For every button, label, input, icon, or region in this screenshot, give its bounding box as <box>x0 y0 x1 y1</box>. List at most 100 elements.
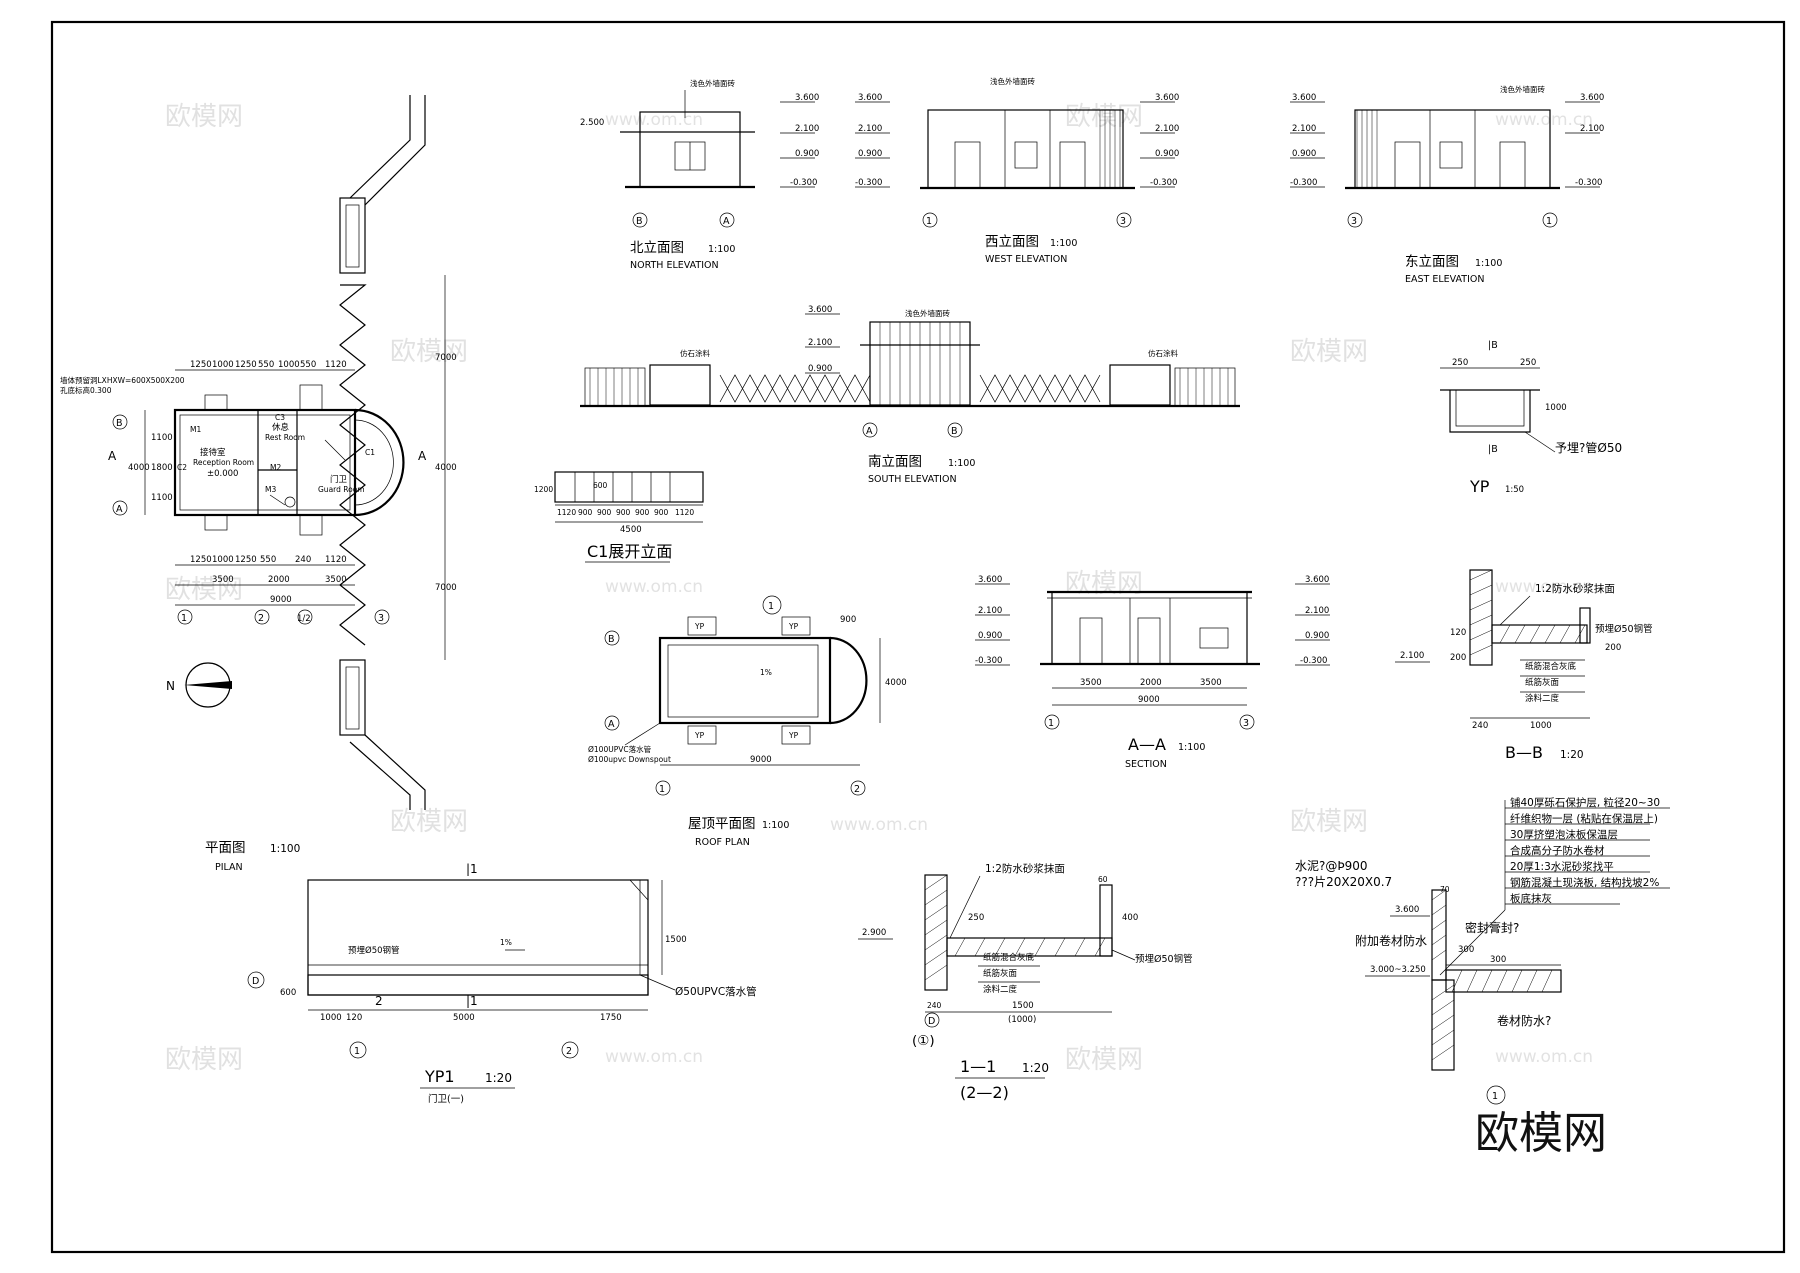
floor-plan: 接待室 Reception Room 休息 Rest Room 门卫 Guard… <box>60 95 457 873</box>
room-label: 休息 <box>272 422 290 433</box>
axis-bubble <box>561 1041 579 1059</box>
section-aa: 3.600 2.100 0.900 -0.300 3.600 2.100 0.9… <box>975 575 1330 770</box>
axis-bubble <box>254 609 270 625</box>
dim: 240 <box>927 1001 942 1010</box>
drawing-scale: 1:100 <box>1178 742 1205 753</box>
drawing-title: 西立面图 <box>985 234 1039 250</box>
dim: 5000 <box>453 1013 475 1023</box>
door-label: M1 <box>190 425 201 434</box>
level: -0.300 <box>975 656 1002 666</box>
axis-label: 1 <box>1048 718 1054 729</box>
dim: 9000 <box>1138 695 1160 705</box>
note: 附加卷材防水 <box>1355 933 1427 948</box>
dim: 4500 <box>620 525 642 535</box>
axis-label: B <box>116 418 123 429</box>
elevation-mark: ±0.000 <box>207 469 238 479</box>
dim: 400 <box>1122 913 1138 923</box>
axis-bubble <box>719 212 735 228</box>
section-11-detail: 1:2防水砂浆抹面 纸筋混合灰底 纸筋灰面 涂料二度 预埋Ø50钢管 2.900… <box>858 862 1193 1102</box>
axis-bubble <box>604 630 620 646</box>
axis-bubble <box>374 609 390 625</box>
east-elevation: 浅色外墙面砖 3.600 2.100 0.900 -0.300 3.600 2.… <box>1290 84 1604 285</box>
section-mark: |1 <box>466 862 478 876</box>
door-label: M3 <box>265 485 276 494</box>
dim: 120 <box>1450 628 1466 638</box>
watermark: 欧模网 <box>390 337 468 367</box>
note: 卷材防水? <box>1497 1013 1551 1028</box>
dim: 900 <box>578 508 593 517</box>
dim: 1500 <box>665 935 687 945</box>
level: -0.300 <box>790 178 817 188</box>
dim: 1250 <box>235 555 257 565</box>
dim: 2000 <box>1140 678 1162 688</box>
dim: 70 <box>1440 885 1450 894</box>
section-mark: A <box>108 449 117 463</box>
level: 0.900 <box>1305 631 1329 641</box>
dim: 4000 <box>435 463 457 473</box>
note: 1:2防水砂浆抹面 <box>1535 582 1615 595</box>
watermarks: 欧模网 www.om.cn 欧模网 www.om.cn 欧模网 欧模网 欧模网 … <box>165 102 1593 1075</box>
watermark: 欧模网 <box>1290 337 1368 367</box>
drawing-title: C1展开立面 <box>587 542 672 561</box>
axis-bubble <box>349 1041 367 1059</box>
drawing-title-en: EAST ELEVATION <box>1405 274 1485 285</box>
axis-label: 3 <box>1351 216 1357 227</box>
dim: 250 <box>1520 358 1536 368</box>
axis-label: 3 <box>1120 216 1126 227</box>
axis-note: (①) <box>912 1033 935 1049</box>
layer-note: 20厚1:3水泥砂浆找平 <box>1510 860 1614 873</box>
drawing-title: 南立面图 <box>868 454 922 470</box>
layer-note: 合成高分子防水卷材 <box>1510 844 1605 857</box>
drawing-title-en: PILAN <box>215 862 243 873</box>
axis-label: 2 <box>566 1046 572 1057</box>
dim: 3500 <box>212 575 234 585</box>
sheet-border <box>50 20 1786 1254</box>
north-arrow: N <box>166 662 232 708</box>
yp-label: YP <box>694 731 705 740</box>
watermark-url: www.om.cn <box>1495 577 1593 597</box>
level: 2.100 <box>1400 651 1424 661</box>
brand-logo: 欧模网 <box>1475 1108 1607 1159</box>
drawing-title-en: WEST ELEVATION <box>985 254 1067 265</box>
axis-label: 1/2 <box>297 614 311 624</box>
section-mark: |1 <box>466 994 478 1008</box>
axis-label: B <box>951 426 958 437</box>
note: 水泥?@Þ900 <box>1295 859 1368 873</box>
dim: 1200 <box>534 485 553 494</box>
material-note: 浅色外墙面砖 <box>690 78 735 88</box>
dim: 900 <box>616 508 631 517</box>
axis-bubble <box>862 422 878 438</box>
room-label: 门卫 <box>330 474 348 485</box>
layer-note: 涂料二度 <box>983 984 1018 995</box>
drawing-scale: 1:20 <box>1560 749 1584 761</box>
room-label: Rest Room <box>265 433 305 442</box>
watermark: 欧模网 <box>165 575 243 605</box>
dim: 200 <box>1605 643 1621 653</box>
dim: 1100 <box>151 493 173 503</box>
dim: 1250 <box>190 360 212 370</box>
watermark: 欧模网 <box>165 1045 243 1075</box>
section-mark: 2 <box>375 994 383 1008</box>
axis-label: 1 <box>354 1046 360 1057</box>
dim: 1800 <box>151 463 173 473</box>
drawing-scale: 1:50 <box>1505 485 1524 495</box>
drawing-title-en: ROOF PLAN <box>695 837 750 848</box>
dim: 1000 <box>1545 403 1567 413</box>
layer-note: 纸筋灰面 <box>1525 677 1560 688</box>
axis-bubble <box>112 500 128 516</box>
drawing-scale: 1:100 <box>270 843 300 855</box>
dim: 200 <box>1450 653 1466 663</box>
drawing-title: YP <box>1469 477 1490 496</box>
north-elevation: 浅色外墙面砖 2.500 3.600 2.100 0.900 -0.300 B … <box>580 78 819 271</box>
note: Ø100upvc Downspout <box>588 755 671 764</box>
drawing-title: B—B <box>1505 743 1543 762</box>
axis-label: D <box>252 976 259 987</box>
note: 孔底标高0.300 <box>60 385 112 395</box>
dim: 1500 <box>1012 1001 1034 1011</box>
dim: 1000 <box>1530 721 1552 731</box>
watermark: 欧模网 <box>1065 1045 1143 1075</box>
axis-label: A <box>116 504 123 515</box>
drawing-title: 平面图 <box>205 840 246 856</box>
detail-bubble <box>1486 1085 1506 1105</box>
